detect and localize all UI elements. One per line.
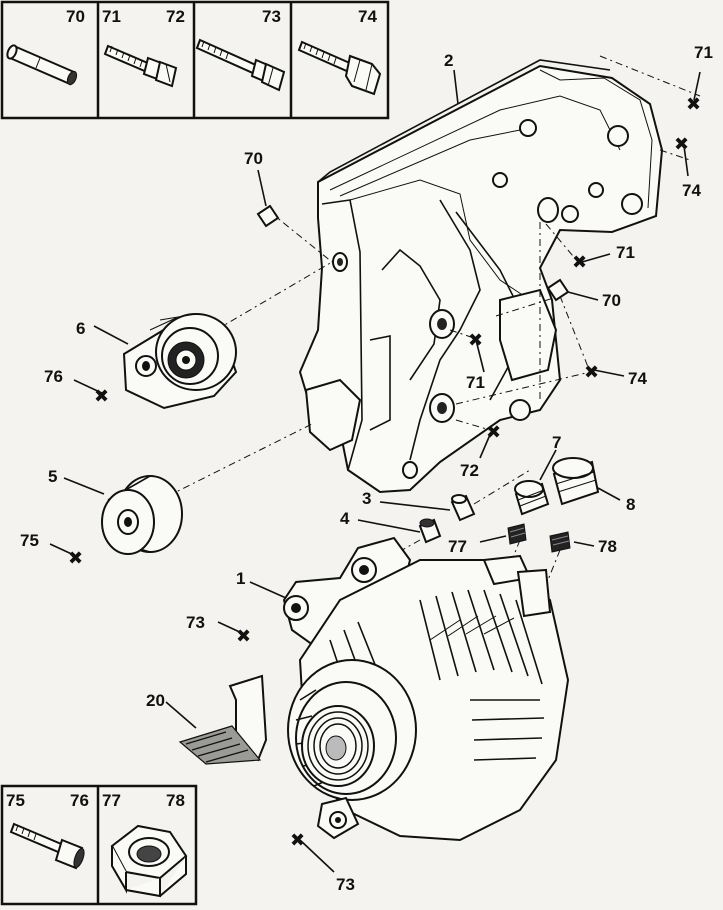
lock-nut-icon: [110, 824, 188, 898]
callout-74-top: 74: [682, 181, 701, 200]
callout-8: 8: [626, 495, 635, 514]
svg-text:✖: ✖: [290, 830, 305, 851]
square-nut-77: [507, 523, 527, 545]
callout-75: 75: [20, 531, 39, 550]
callout-73-upper: 73: [186, 613, 205, 632]
callout-70-left: 70: [244, 149, 263, 168]
callout-74-low: 74: [628, 369, 647, 388]
callout-2: 2: [444, 51, 453, 70]
hex-bolt-icon: [297, 40, 382, 96]
dust-cap-8: [552, 457, 600, 506]
mounting-bracket: [298, 59, 664, 494]
svg-text:✖: ✖: [572, 252, 587, 273]
drive-belt-section: [178, 674, 268, 765]
svg-text:✖: ✖: [674, 134, 689, 155]
flange-bolt-icon: [103, 44, 178, 88]
callout-3: 3: [362, 489, 371, 508]
spacer-bushing-3: [450, 494, 476, 522]
svg-text:✖: ✖: [686, 94, 701, 115]
callout-4: 4: [340, 509, 350, 528]
callout-6: 6: [76, 319, 85, 338]
spacer-sleeve-4: [418, 518, 442, 544]
socket-cap-screw-icon: [9, 822, 85, 870]
inset-label-71: 71: [102, 7, 121, 26]
inset-label-78: 78: [166, 791, 185, 810]
inset-label-77: 77: [102, 791, 121, 810]
svg-text:✖: ✖: [468, 330, 483, 351]
callout-78: 78: [598, 537, 617, 556]
alternator: [282, 536, 570, 842]
fastener-inset-bottom: 75 76 77 78: [0, 784, 198, 906]
inset-label-74: 74: [358, 7, 377, 26]
svg-text:✖: ✖: [68, 548, 83, 569]
callout-72: 72: [460, 461, 479, 480]
callout-20: 20: [146, 691, 165, 710]
callout-73-lower: 73: [336, 875, 355, 894]
callout-70-right: 70: [602, 291, 621, 310]
long-bolt-icon: [195, 38, 286, 92]
svg-text:✖: ✖: [584, 362, 599, 383]
callout-71-top: 71: [694, 43, 713, 62]
svg-text:✖: ✖: [236, 626, 251, 647]
callout-5: 5: [48, 467, 57, 486]
square-nut-78: [549, 531, 571, 553]
inset-label-75: 75: [6, 791, 25, 810]
callout-7: 7: [552, 433, 561, 452]
fastener-inset-top: 70 71 72 73 74: [0, 0, 390, 120]
fastener-markers: ✖ ✖ ✖ ✖ ✖ ✖ ✖ ✖ ✖ ✖: [68, 94, 701, 851]
leader-lines: [49, 69, 701, 873]
dust-cap-7: [514, 480, 550, 516]
callout-labels: 2 71 74 70 71 70 6 76 71 74 7 72 8 5 3 4…: [20, 43, 713, 894]
svg-text:✖: ✖: [486, 422, 501, 443]
callout-76: 76: [44, 367, 63, 386]
callout-71-low: 71: [466, 373, 485, 392]
square-washer-70-left: [256, 204, 280, 228]
callout-1: 1: [236, 569, 245, 588]
idler-pulley: [101, 475, 183, 555]
callout-77: 77: [448, 537, 467, 556]
inset-label-73: 73: [262, 7, 281, 26]
inset-label-70: 70: [66, 7, 85, 26]
tensioner-pulley: [122, 313, 238, 410]
dowel-pin-icon: [6, 44, 78, 86]
inset-label-72: 72: [166, 7, 185, 26]
callout-71-mid: 71: [616, 243, 635, 262]
svg-text:✖: ✖: [94, 386, 109, 407]
inset-label-76: 76: [70, 791, 89, 810]
